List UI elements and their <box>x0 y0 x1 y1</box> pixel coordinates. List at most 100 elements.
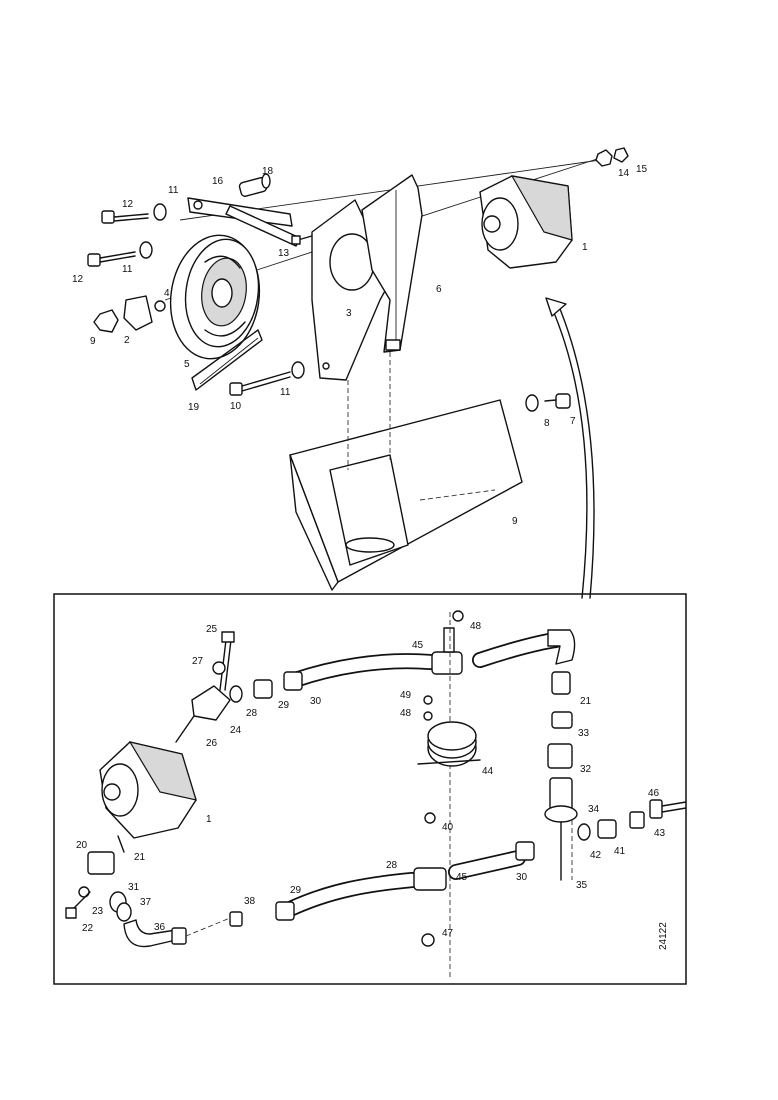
tee-45-lower <box>413 867 447 891</box>
label-14: 14 <box>618 168 630 179</box>
label-33: 33 <box>578 728 590 739</box>
label-18: 18 <box>262 166 274 177</box>
label-11c: 11 <box>280 387 291 398</box>
screw-49 <box>423 695 433 705</box>
label-21a: 21 <box>134 852 146 863</box>
label-15: 15 <box>636 164 648 175</box>
fitting-29-upper <box>253 679 273 699</box>
fitting-43 <box>629 811 645 829</box>
reference-arrow <box>545 297 595 599</box>
banjo-24 <box>175 631 235 743</box>
label-1-lower: 1 <box>206 814 212 825</box>
label-28a: 28 <box>246 708 258 719</box>
inset-frame <box>53 593 687 985</box>
label-38a: 38 <box>244 896 256 907</box>
nut-33 <box>551 711 573 729</box>
label-22: 22 <box>82 923 94 934</box>
fitting-46 <box>649 799 687 819</box>
fitting-29-lower <box>275 901 295 921</box>
label-16: 16 <box>212 176 224 187</box>
label-21b: 21 <box>580 696 592 707</box>
label-9: 9 <box>90 336 96 347</box>
label-12b: 12 <box>72 274 84 285</box>
tee-45-upper <box>431 627 463 675</box>
clamp-44 <box>417 721 481 767</box>
label-8: 8 <box>544 418 550 429</box>
label-47: 47 <box>442 928 454 939</box>
screw-40 <box>424 812 436 824</box>
label-30b: 30 <box>516 872 528 883</box>
label-24: 24 <box>230 725 242 736</box>
pulley-5 <box>169 234 261 360</box>
fitting-32 <box>547 743 573 769</box>
screw-48 <box>452 610 464 622</box>
bolt-10 <box>229 371 291 396</box>
nut-14-15 <box>595 147 629 167</box>
label-48: 48 <box>470 621 482 632</box>
pump-1-lower <box>99 741 197 839</box>
label-31: 31 <box>128 882 140 893</box>
label-12a: 12 <box>122 199 134 210</box>
bracket-16 <box>187 197 301 247</box>
label-10: 10 <box>230 401 242 412</box>
label-11b: 11 <box>122 264 133 275</box>
bolt-7-washer-8 <box>525 393 571 412</box>
label-19: 19 <box>188 402 200 413</box>
bolt-upper-left <box>101 210 149 224</box>
fitting-30-upper <box>283 671 303 691</box>
label-11a: 11 <box>168 185 179 196</box>
bracket-6 <box>361 174 423 353</box>
label-13: 13 <box>278 248 290 259</box>
label-32: 32 <box>580 764 592 775</box>
pump-1-upper <box>479 175 573 269</box>
hub-parts-9-2-4 <box>93 295 166 333</box>
label-29b: 29 <box>290 885 302 896</box>
washer-28-upper <box>229 685 243 703</box>
label-45a: 45 <box>412 640 424 651</box>
label-49: 49 <box>400 690 412 701</box>
label-26: 26 <box>206 738 218 749</box>
label-34: 34 <box>588 804 600 815</box>
label-3: 3 <box>346 308 352 319</box>
label-46: 46 <box>648 788 660 799</box>
valve-34 <box>544 777 578 881</box>
label-45b: 45 <box>456 872 468 883</box>
washer-42 <box>577 823 591 841</box>
label-43: 43 <box>654 828 666 839</box>
guard-plate <box>289 352 523 591</box>
label-25: 25 <box>206 624 218 635</box>
fittings-20-23 <box>65 835 125 919</box>
nut-47 <box>421 933 435 947</box>
nut-41 <box>597 819 617 839</box>
belt-19 <box>191 329 263 391</box>
callout-labels: 1 2 3 4 5 6 7 8 9 9 10 11 11 11 12 12 13… <box>72 164 669 950</box>
label-36: 36 <box>154 922 166 933</box>
washer-11-lower <box>291 361 305 379</box>
washer-11-upper <box>153 203 167 221</box>
fitting-30-lower <box>515 841 535 861</box>
label-37: 37 <box>140 897 152 908</box>
label-1: 1 <box>582 242 588 253</box>
label-42: 42 <box>590 850 602 861</box>
nut-38 <box>229 911 243 927</box>
label-9b: 9 <box>512 516 518 527</box>
elbow-31 <box>547 629 576 695</box>
label-6: 6 <box>436 284 442 295</box>
label-5: 5 <box>184 359 190 370</box>
upper-assembly <box>87 147 629 599</box>
bolt-12-lower <box>87 251 136 267</box>
label-27: 27 <box>192 656 204 667</box>
label-48b: 48 <box>400 708 412 719</box>
washer-48b <box>423 711 433 721</box>
sleeve-18 <box>238 173 271 197</box>
label-44: 44 <box>482 766 494 777</box>
label-23: 23 <box>92 906 104 917</box>
label-2: 2 <box>124 335 130 346</box>
label-28b: 28 <box>386 860 398 871</box>
label-20: 20 <box>76 840 88 851</box>
label-4: 4 <box>164 288 170 299</box>
washer-11-mid <box>139 241 153 259</box>
lower-assembly <box>65 610 687 980</box>
label-7: 7 <box>570 416 576 427</box>
